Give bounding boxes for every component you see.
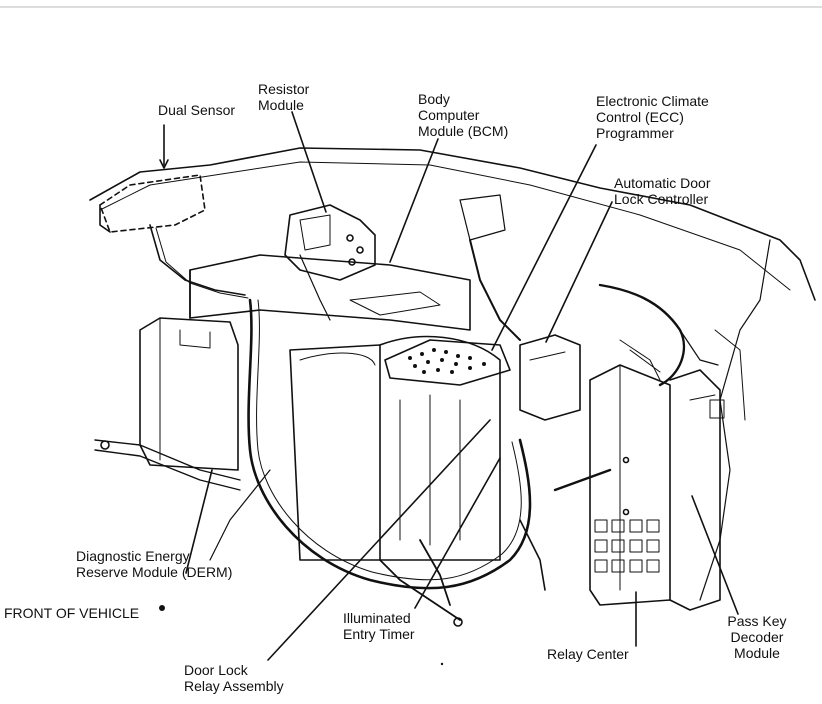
left-bracket bbox=[94, 439, 241, 491]
label-pass-key-decoder: Pass Key Decoder Module bbox=[727, 613, 787, 661]
dual-sensor-shape bbox=[99, 174, 249, 299]
label-illuminated-entry-timer: Illuminated Entry Timer bbox=[343, 610, 415, 642]
leader-lines bbox=[159, 111, 739, 661]
lower-harness bbox=[379, 539, 461, 621]
label-bcm: Body Computer Module (BCM) bbox=[418, 91, 509, 139]
label-front-of-vehicle: FRONT OF VEHICLE bbox=[4, 605, 140, 621]
label-resistor-module: Resistor Module bbox=[258, 81, 310, 113]
blower-housing bbox=[289, 335, 501, 561]
right-harness bbox=[598, 283, 686, 387]
label-door-lock-controller: Automatic Door Lock Controller bbox=[614, 175, 711, 207]
relay-center-shape bbox=[553, 364, 671, 606]
bcm-shape bbox=[189, 254, 471, 331]
label-dual-sensor: Dual Sensor bbox=[158, 102, 236, 118]
dash-outline bbox=[89, 147, 816, 301]
pass-key-shape bbox=[669, 369, 725, 611]
front-bullet bbox=[159, 605, 165, 611]
dash-right-edge bbox=[699, 239, 771, 601]
label-relay-center: Relay Center bbox=[547, 646, 629, 662]
label-door-lock-relay: Door Lock Relay Assembly bbox=[184, 662, 284, 694]
door-lock-controller-shape bbox=[519, 334, 581, 421]
label-ecc-programmer: Electronic Climate Control (ECC) Program… bbox=[596, 93, 709, 141]
wiring-harness bbox=[247, 298, 532, 590]
ecc-programmer-shape bbox=[384, 339, 511, 386]
dash-lower-right bbox=[714, 329, 746, 421]
dash-outline-inner bbox=[99, 161, 791, 291]
label-derm: Diagnostic Energy Reserve Module (DERM) bbox=[76, 548, 233, 580]
derm-shape bbox=[139, 317, 239, 471]
